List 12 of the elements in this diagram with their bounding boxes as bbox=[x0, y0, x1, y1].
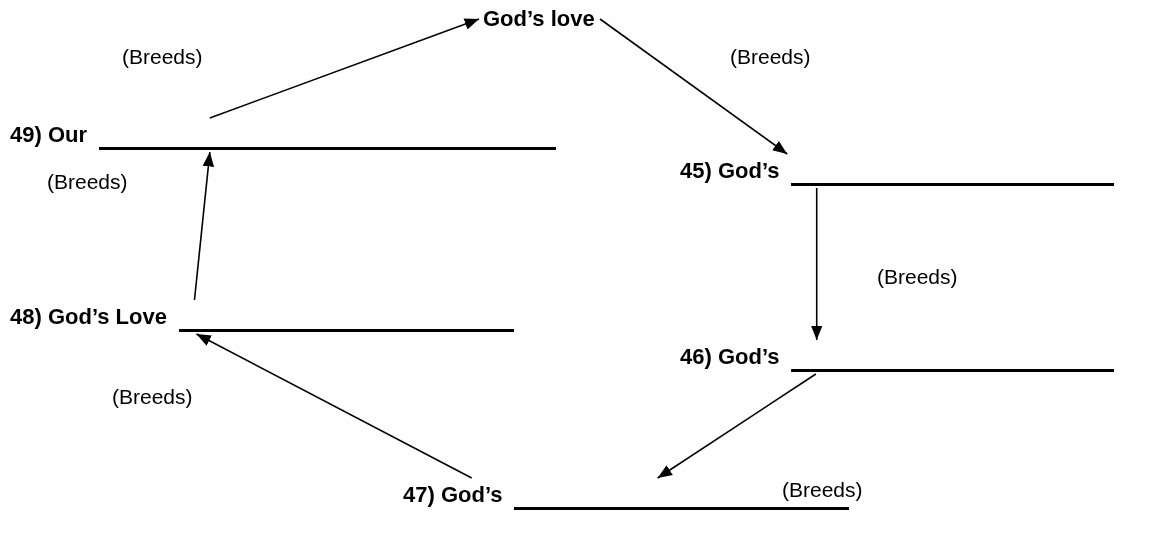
arrow bbox=[656, 373, 817, 479]
node-label: 47) God’s bbox=[403, 482, 503, 508]
arrow bbox=[599, 18, 788, 155]
arrow bbox=[810, 187, 823, 341]
arrow bbox=[193, 151, 215, 301]
arrow bbox=[195, 333, 473, 479]
node-label: 49) Our bbox=[10, 122, 88, 148]
node-label: 46) God’s bbox=[680, 344, 780, 370]
node-label: God’s love bbox=[483, 6, 595, 32]
node-label: 48) God’s Love bbox=[10, 304, 167, 330]
arrow bbox=[209, 18, 480, 119]
node-label: 45) God’s bbox=[680, 158, 780, 184]
